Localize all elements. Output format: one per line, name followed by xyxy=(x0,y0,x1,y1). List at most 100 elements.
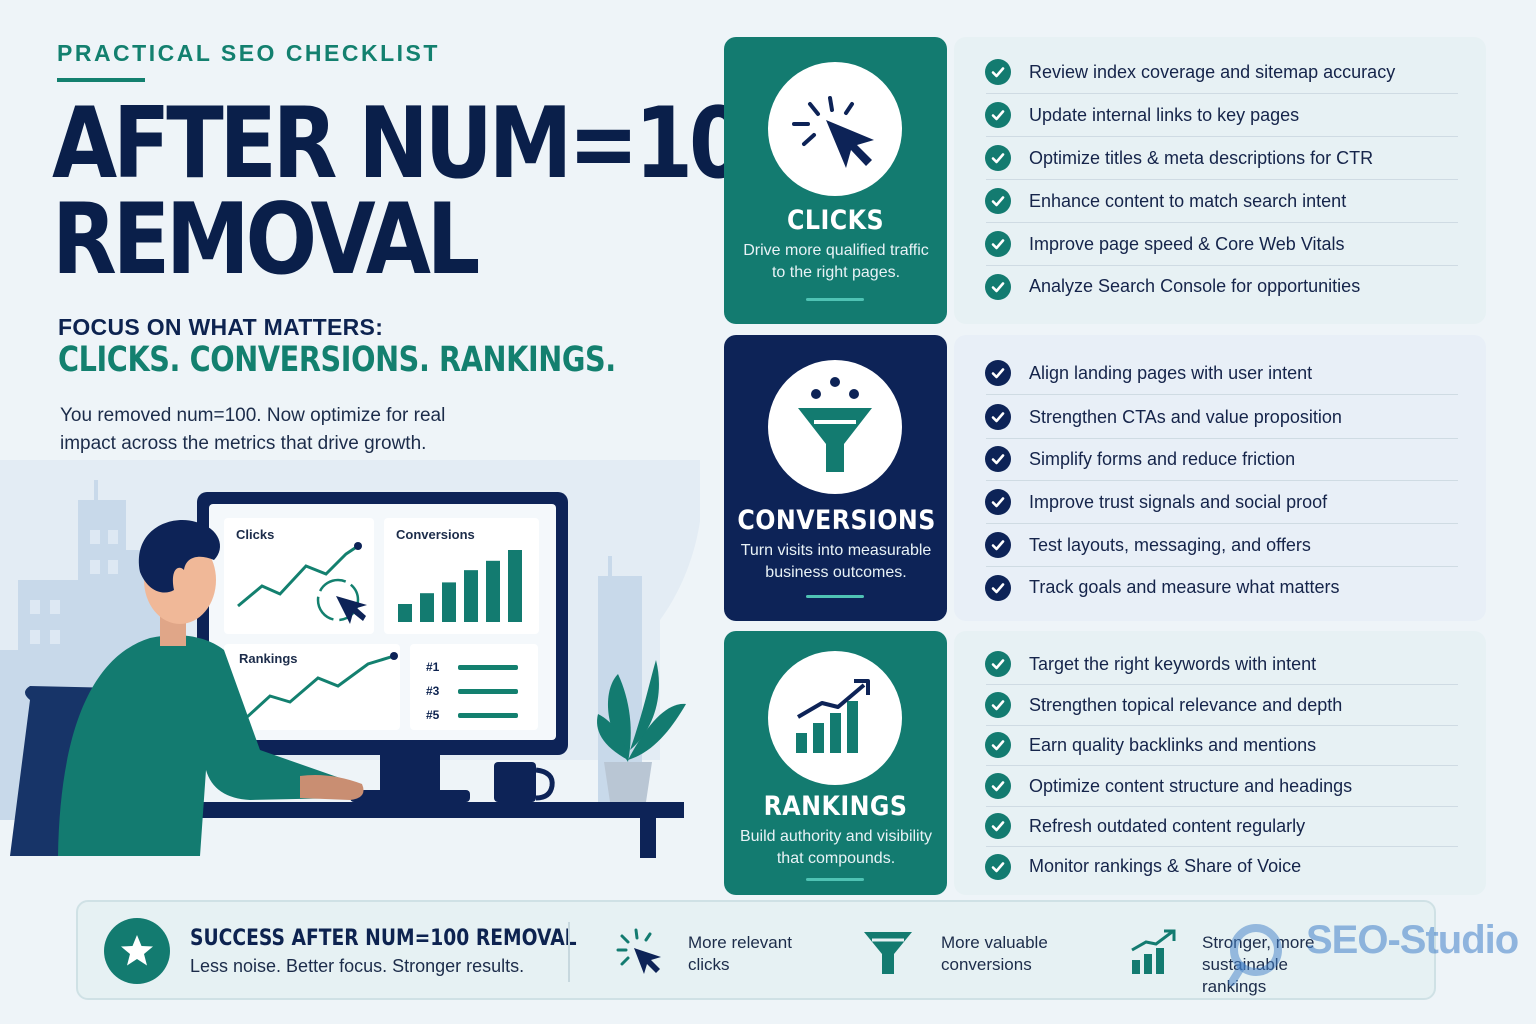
person-torso xyxy=(58,635,344,856)
checklist-item-text: Strengthen CTAs and value proposition xyxy=(1029,406,1342,427)
skyline-windows xyxy=(30,530,118,644)
screen-panel-clicks xyxy=(224,518,374,634)
clicks-rule xyxy=(806,298,864,301)
checklist-item: Earn quality backlinks and mentions xyxy=(985,725,1458,766)
workspace-illustration: Clicks Conversions Rankings #1 #3 #5 xyxy=(0,460,700,858)
screen-cursor-icon xyxy=(336,596,367,624)
section-clicks: CLICKS Drive more qualified traffic to t… xyxy=(724,37,1486,324)
screen-label-rankings: Rankings xyxy=(239,651,298,666)
cursor-click-icon xyxy=(792,96,874,168)
focus-label: FOCUS ON WHAT MATTERS: xyxy=(58,314,384,340)
rankings-rule xyxy=(806,878,864,881)
check-circle-icon xyxy=(985,732,1011,758)
person-hand xyxy=(300,775,364,800)
checklist-item: Update internal links to key pages xyxy=(985,94,1458,137)
checklist-item: Target the right keywords with intent xyxy=(985,644,1458,685)
check-circle-icon xyxy=(985,489,1011,515)
rankings-icon-circle xyxy=(768,651,902,785)
section-rankings: RANKINGS Build authority and visibility … xyxy=(724,631,1486,895)
plant-pot xyxy=(604,762,652,802)
rankings-trend-line xyxy=(244,654,395,720)
clicks-tile: CLICKS Drive more qualified traffic to t… xyxy=(724,37,947,324)
checklist-item-text: Target the right keywords with intent xyxy=(1029,653,1317,674)
page-title: AFTER NUM=100 REMOVAL xyxy=(52,87,802,297)
banner-divider xyxy=(568,922,570,982)
cursor-click-icon xyxy=(616,928,661,974)
checklist-item: Test layouts, messaging, and offers xyxy=(985,524,1458,567)
rankings-trend-point xyxy=(390,652,398,660)
checklist-item: Refresh outdated content regularly xyxy=(985,806,1458,847)
checklist-item: Analyze Search Console for opportunities xyxy=(985,265,1458,308)
plant-leaves xyxy=(597,660,686,762)
checklist-item-text: Review index coverage and sitemap accura… xyxy=(1029,61,1396,82)
conversion-bar xyxy=(442,582,456,622)
checklist-item: Track goals and measure what matters xyxy=(985,566,1458,609)
rankings-tile: RANKINGS Build authority and visibility … xyxy=(724,631,947,895)
rankings-description: Build authority and visibility that comp… xyxy=(739,828,933,867)
checklist-item-text: Enhance content to match search intent xyxy=(1029,190,1347,211)
conversions-rule xyxy=(806,595,864,598)
conversion-bars xyxy=(398,550,522,622)
benefit-clicks: More relevant clicks xyxy=(688,933,792,974)
conversion-bar xyxy=(508,550,522,622)
page-title-line2: REMOVAL xyxy=(52,183,480,297)
rank-label-1: #1 xyxy=(426,660,440,674)
checklist-item: Enhance content to match search intent xyxy=(985,180,1458,223)
checklist-item: Improve trust signals and social proof xyxy=(985,481,1458,524)
check-circle-icon xyxy=(985,273,1011,300)
conversion-bar xyxy=(420,593,434,622)
checklist-item-text: Optimize content structure and headings xyxy=(1029,775,1353,796)
eyebrow-label: PRACTICAL SEO CHECKLIST xyxy=(57,40,440,66)
banner-title: SUCCESS AFTER NUM=100 REMOVAL xyxy=(190,926,577,951)
success-banner: SUCCESS AFTER NUM=100 REMOVAL Less noise… xyxy=(76,900,1436,1000)
checklist-item: Strengthen CTAs and value proposition xyxy=(985,396,1458,439)
checklist-item: Optimize content structure and headings xyxy=(985,766,1458,807)
checklist-item-text: Monitor rankings & Share of Voice xyxy=(1029,856,1302,876)
check-circle-icon xyxy=(985,360,1011,386)
clicks-trend-point xyxy=(354,542,362,550)
watermark-text: SEO-Studio xyxy=(1306,918,1519,962)
checklist-item: Monitor rankings & Share of Voice xyxy=(985,846,1458,887)
conversions-tile: CONVERSIONS Turn visits into measurable … xyxy=(724,335,947,621)
check-circle-icon xyxy=(985,813,1011,839)
checklist-item-text: Strengthen topical relevance and depth xyxy=(1029,694,1343,715)
clicks-checklist: Review index coverage and sitemap accura… xyxy=(954,37,1486,324)
checklist-item-text: Track goals and measure what matters xyxy=(1029,577,1340,597)
rankings-checklist: Target the right keywords with intent St… xyxy=(954,631,1486,895)
rank-bar-3 xyxy=(458,689,518,694)
clicks-icon-circle xyxy=(768,62,902,196)
section-conversions: CONVERSIONS Turn visits into measurable … xyxy=(724,335,1486,621)
checklist-item-text: Analyze Search Console for opportunities xyxy=(1029,276,1361,296)
screen-label-conversions: Conversions xyxy=(396,527,475,542)
star-icon xyxy=(121,935,153,966)
screen-panel-rankings xyxy=(224,644,400,730)
checklist-item-text: Improve page speed & Core Web Vitals xyxy=(1029,233,1345,254)
check-circle-icon xyxy=(985,532,1011,558)
rank-label-3: #3 xyxy=(426,684,440,698)
checklist-item: Optimize titles & meta descriptions for … xyxy=(985,137,1458,180)
check-circle-icon xyxy=(985,773,1011,799)
conversions-checklist: Align landing pages with user intent Str… xyxy=(954,335,1486,621)
banner-subtitle: Less noise. Better focus. Stronger resul… xyxy=(190,956,525,976)
checklist-item-text: Update internal links to key pages xyxy=(1029,104,1300,125)
conversion-bar xyxy=(398,604,412,622)
check-circle-icon xyxy=(985,692,1011,718)
mug-handle xyxy=(535,767,555,801)
person-hair xyxy=(138,520,220,593)
conversions-description: Turn visits into measurable business out… xyxy=(740,542,932,581)
intro-text: You removed num=100. Now optimize for re… xyxy=(60,405,446,454)
checklist-item-text: Refresh outdated content regularly xyxy=(1029,815,1306,836)
rank-label-5: #5 xyxy=(426,708,440,722)
check-circle-icon xyxy=(985,651,1011,677)
star-badge xyxy=(104,918,170,984)
coffee-mug xyxy=(494,762,536,802)
check-circle-icon xyxy=(985,853,1011,880)
clicks-title: CLICKS xyxy=(786,205,885,236)
checklist-item-text: Simplify forms and reduce friction xyxy=(1029,448,1296,469)
desk-leg xyxy=(640,818,656,858)
checklist-item-text: Improve trust signals and social proof xyxy=(1029,491,1328,512)
page-title-line1: AFTER NUM=100 xyxy=(52,87,802,201)
watermark-magnifier-icon xyxy=(1228,924,1282,986)
check-circle-icon xyxy=(985,446,1011,472)
monitor-stand xyxy=(380,755,440,795)
